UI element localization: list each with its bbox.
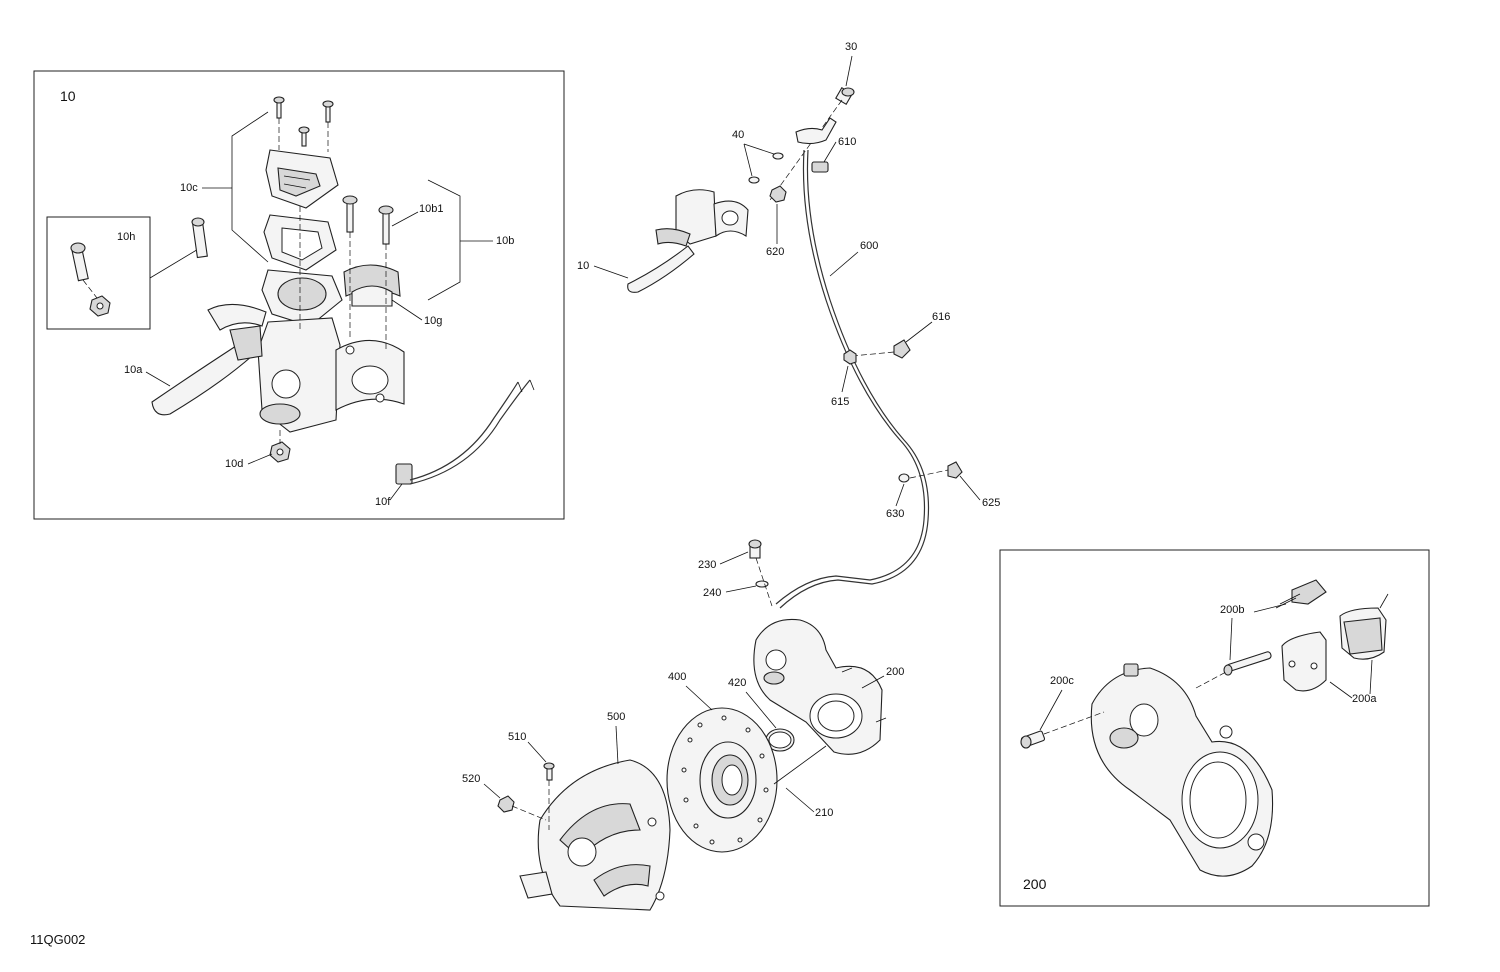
nut-620 bbox=[769, 185, 787, 203]
washer-b bbox=[748, 176, 760, 184]
callout-10h: 10h bbox=[117, 231, 135, 243]
callout-610: 610 bbox=[838, 136, 856, 148]
callout-240: 240 bbox=[703, 587, 721, 599]
inset-frame bbox=[33, 70, 565, 520]
callout-200c: 200c bbox=[1050, 675, 1074, 687]
banjo-bolt-caliper bbox=[748, 539, 762, 559]
callout-10f: 10f bbox=[375, 496, 391, 508]
callout-615: 615 bbox=[831, 396, 849, 408]
callout-620: 620 bbox=[766, 246, 784, 258]
nut-520 bbox=[497, 795, 515, 813]
bleeder-screw bbox=[1020, 730, 1046, 749]
brake-hose bbox=[775, 149, 926, 605]
callout-210: 210 bbox=[815, 807, 833, 819]
washer-630 bbox=[898, 473, 910, 483]
nut-615 bbox=[843, 349, 857, 365]
diaphragm bbox=[261, 269, 343, 327]
callout-10b1: 10b1 bbox=[419, 203, 443, 215]
callout-200a: 200a bbox=[1352, 693, 1377, 705]
brake-caliper bbox=[753, 618, 887, 755]
lever-nut bbox=[269, 441, 291, 463]
sub-box-10h bbox=[46, 216, 151, 330]
pivot-bolt bbox=[70, 242, 89, 282]
inset-master-cylinder: 10 10h bbox=[33, 70, 565, 520]
callout-200b: 200b bbox=[1220, 604, 1244, 616]
brake-pads bbox=[1281, 593, 1389, 692]
master-cylinder-assembly bbox=[627, 189, 749, 293]
pad-pin bbox=[1223, 651, 1272, 676]
inset-title-10: 10 bbox=[60, 88, 76, 104]
washer-a bbox=[772, 152, 784, 160]
callout-10a: 10a bbox=[124, 364, 143, 376]
callout-10: 10 bbox=[577, 260, 589, 272]
callout-10c: 10c bbox=[180, 182, 198, 194]
callout-400: 400 bbox=[668, 671, 686, 683]
cover-screws bbox=[273, 96, 334, 147]
washer-240 bbox=[755, 580, 769, 588]
master-cylinder-body bbox=[257, 317, 405, 433]
pad-spring bbox=[1275, 579, 1327, 609]
callout-10b: 10b bbox=[496, 235, 514, 247]
brake-light-switch bbox=[395, 379, 535, 485]
clip-616 bbox=[893, 339, 911, 359]
callout-600: 600 bbox=[860, 240, 878, 252]
callout-520: 520 bbox=[462, 773, 480, 785]
stud-210 bbox=[773, 745, 827, 785]
inset-title-200: 200 bbox=[1023, 876, 1047, 892]
callout-630: 630 bbox=[886, 508, 904, 520]
main-assembly: 30 40 610 620 10 600 bbox=[462, 41, 1000, 911]
pivot-nut bbox=[89, 295, 111, 317]
callout-510: 510 bbox=[508, 731, 526, 743]
lever-pin bbox=[191, 217, 208, 259]
handlebar-clamp bbox=[343, 264, 401, 307]
clip-625 bbox=[947, 461, 963, 479]
callout-230: 230 bbox=[698, 559, 716, 571]
banjo-bolt-top bbox=[835, 87, 855, 105]
disc-guard bbox=[519, 759, 671, 911]
callout-500: 500 bbox=[607, 711, 625, 723]
caliper-body-large bbox=[1090, 663, 1274, 877]
brake-lever bbox=[151, 303, 267, 416]
inset-frame-200 bbox=[999, 549, 1430, 907]
callout-40: 40 bbox=[732, 129, 744, 141]
banjo-fitting bbox=[795, 117, 837, 173]
diagram-code: 11QG002 bbox=[30, 932, 85, 947]
brake-disc bbox=[666, 707, 778, 853]
callout-30: 30 bbox=[845, 41, 857, 53]
callout-420: 420 bbox=[728, 677, 746, 689]
callout-200: 200 bbox=[886, 666, 904, 678]
callout-616: 616 bbox=[932, 311, 950, 323]
clamp-bolts bbox=[342, 195, 394, 245]
callout-625: 625 bbox=[982, 497, 1000, 509]
callout-10g: 10g bbox=[424, 315, 442, 327]
inset-caliper: 200 200c 200b bbox=[999, 549, 1430, 907]
callout-10d: 10d bbox=[225, 458, 243, 470]
reservoir-cover bbox=[265, 149, 339, 209]
